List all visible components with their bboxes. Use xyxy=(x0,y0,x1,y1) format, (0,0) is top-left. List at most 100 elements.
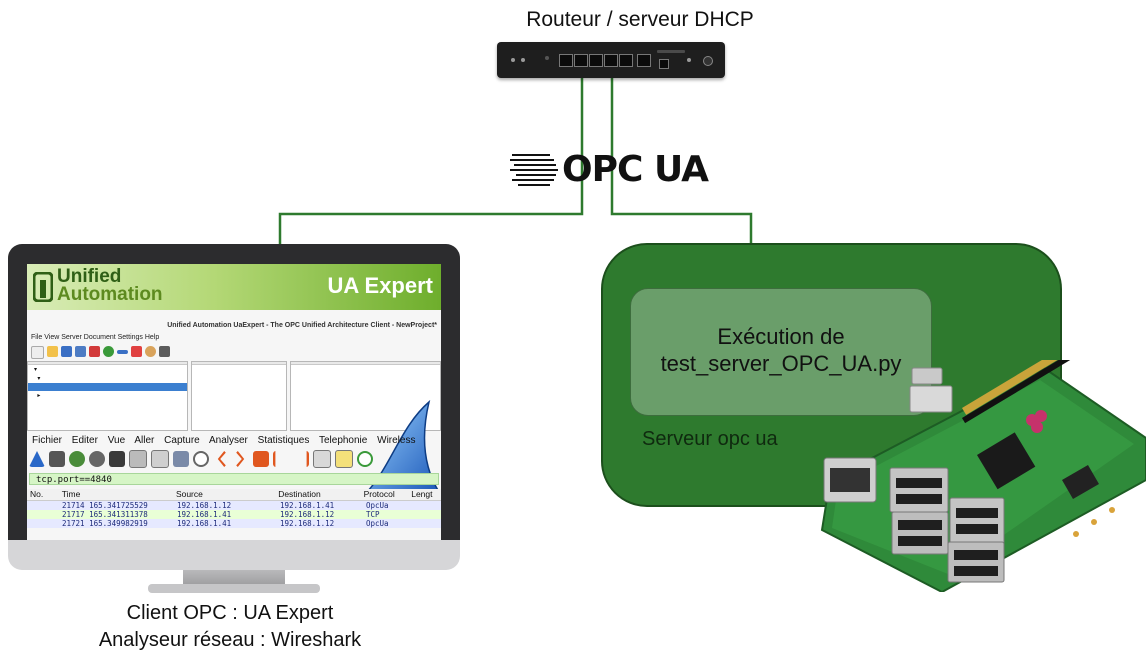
start-capture-icon[interactable] xyxy=(29,451,45,467)
tree-row[interactable]: ▾ xyxy=(34,376,41,382)
ua-toolbar xyxy=(31,346,170,359)
colorize-icon[interactable] xyxy=(335,450,353,468)
client-caption-line2: Analyseur réseau : Wireshark xyxy=(98,629,362,651)
cursor-icon[interactable] xyxy=(159,346,170,357)
col-protocol[interactable]: Protocol xyxy=(363,489,395,499)
ws-menu-statistics[interactable]: Statistiques xyxy=(257,435,310,446)
tree-row[interactable]: ▾ xyxy=(34,367,38,373)
ua-data-access-panel xyxy=(190,361,288,431)
ua-menu-bar[interactable]: File View Server Document Settings Help xyxy=(31,334,160,341)
router-device xyxy=(497,42,725,78)
ws-menu-view[interactable]: Vue xyxy=(107,435,126,446)
go-forward-icon[interactable] xyxy=(236,451,245,467)
ws-menu-file[interactable]: Fichier xyxy=(32,435,63,446)
monitor-stand-base xyxy=(148,584,320,593)
cell-no xyxy=(27,510,62,519)
reload-icon[interactable] xyxy=(173,451,189,467)
wireshark-toolbar xyxy=(29,450,373,468)
autoscroll-icon[interactable] xyxy=(313,450,331,468)
save-icon[interactable] xyxy=(61,346,72,357)
client-caption: Client OPC : UA Expert Analyseur réseau … xyxy=(40,600,420,654)
go-back-icon[interactable] xyxy=(217,451,226,467)
packet-row[interactable]: 21714 165.341725529 192.168.1.12 192.168… xyxy=(27,501,441,510)
restart-capture-icon[interactable] xyxy=(69,451,85,467)
cell-protocol: OpcUa xyxy=(366,501,389,510)
ua-brand-line1: Unified xyxy=(57,266,122,287)
cell-destination: 192.168.1.12 xyxy=(280,519,335,528)
monitor-chin xyxy=(8,540,460,570)
packet-row[interactable]: 21717 165.341311378 192.168.1.41 192.168… xyxy=(27,510,441,519)
cell-time: 21714 165.341725529 xyxy=(62,501,148,510)
opc-ua-logo-text: OPC UA xyxy=(562,148,709,190)
col-no[interactable]: No. xyxy=(30,489,44,499)
user-icon[interactable] xyxy=(145,346,156,357)
execution-box xyxy=(630,288,932,416)
find-icon[interactable] xyxy=(193,451,209,467)
ua-expert-title: UA Expert xyxy=(327,273,433,298)
col-destination[interactable]: Destination xyxy=(278,489,321,499)
client-screen: Unified Automation UA Expert Unified Aut… xyxy=(27,264,441,540)
link-router-to-server xyxy=(610,72,753,244)
open-folder-icon[interactable] xyxy=(47,346,58,357)
opc-logo-stripes-icon xyxy=(510,154,558,186)
cell-source: 192.168.1.41 xyxy=(177,519,232,528)
col-length[interactable]: Lengt xyxy=(411,489,433,499)
panel-header xyxy=(191,362,287,365)
execution-line2: test_server_OPC_UA.py xyxy=(660,351,902,376)
ws-menu-edit[interactable]: Editer xyxy=(71,435,98,446)
stop-capture-icon[interactable] xyxy=(49,451,65,467)
ws-menu-capture[interactable]: Capture xyxy=(164,435,200,446)
ws-menu-analyze[interactable]: Analyser xyxy=(208,435,248,446)
monitor-stand-neck xyxy=(183,570,285,586)
cell-time: 21717 165.341311378 xyxy=(62,510,148,519)
go-to-packet-icon[interactable] xyxy=(253,451,269,467)
packet-row[interactable]: 21721 165.349982919 192.168.1.41 192.168… xyxy=(27,519,441,528)
delete-icon[interactable] xyxy=(131,346,142,357)
router-label: Routeur / serveur DHCP xyxy=(526,8,754,31)
cell-no xyxy=(27,501,62,510)
wireshark-menu-bar: Fichier Editer Vue Aller Capture Analyse… xyxy=(27,435,441,449)
add-icon[interactable] xyxy=(103,346,114,357)
panel-header xyxy=(28,362,187,365)
packet-list-header: No. Time Source Destination Protocol Len… xyxy=(27,489,441,501)
cell-destination: 192.168.1.12 xyxy=(280,510,335,519)
col-source[interactable]: Source xyxy=(175,489,203,499)
cell-protocol: TCP xyxy=(366,510,380,519)
last-packet-icon[interactable] xyxy=(306,451,309,467)
cell-time: 21721 165.349982919 xyxy=(62,519,148,528)
options-icon[interactable] xyxy=(89,451,105,467)
ua-expert-header: Unified Automation UA Expert xyxy=(27,264,441,310)
cell-destination: 192.168.1.41 xyxy=(280,501,335,510)
cell-source: 192.168.1.41 xyxy=(177,510,232,519)
ws-menu-wireless[interactable]: Wireless xyxy=(377,435,416,446)
server-label: Serveur opc ua xyxy=(642,428,778,450)
new-file-icon[interactable] xyxy=(31,346,44,359)
packet-list: No. Time Source Destination Protocol Len… xyxy=(27,489,441,528)
ws-menu-telephony[interactable]: Telephonie xyxy=(318,435,368,446)
open-file-icon[interactable] xyxy=(109,451,125,467)
close-file-icon[interactable] xyxy=(151,450,169,468)
ua-brand: Unified Automation xyxy=(57,266,163,304)
tree-row-selected[interactable] xyxy=(28,383,187,391)
ua-window-title: Unified Automation UaExpert - The OPC Un… xyxy=(167,322,437,329)
properties-icon[interactable] xyxy=(75,346,86,357)
cell-source: 192.168.1.12 xyxy=(177,501,232,510)
unified-automation-logo-icon xyxy=(33,272,53,302)
cell-no xyxy=(27,519,62,528)
stop-icon[interactable] xyxy=(89,346,100,357)
display-filter-input[interactable]: tcp.port==4840 xyxy=(29,473,439,485)
first-packet-icon[interactable] xyxy=(273,451,276,467)
tree-row[interactable]: ▸ xyxy=(34,393,41,399)
ws-menu-go[interactable]: Aller xyxy=(134,435,155,446)
execution-text: Exécution de test_server_OPC_UA.py xyxy=(630,323,932,377)
ua-project-panel: ▾ ▾ ▸ xyxy=(27,361,188,431)
ua-panels: ▾ ▾ ▸ xyxy=(27,361,441,431)
remove-icon[interactable] xyxy=(117,350,128,354)
raspberry-pi-board-icon xyxy=(820,360,1146,592)
client-caption-line1: Client OPC : UA Expert xyxy=(126,602,334,624)
col-time[interactable]: Time xyxy=(61,489,81,499)
zoom-in-icon[interactable] xyxy=(357,451,373,467)
save-file-icon[interactable] xyxy=(129,450,147,468)
execution-line1: Exécution de xyxy=(717,324,845,349)
